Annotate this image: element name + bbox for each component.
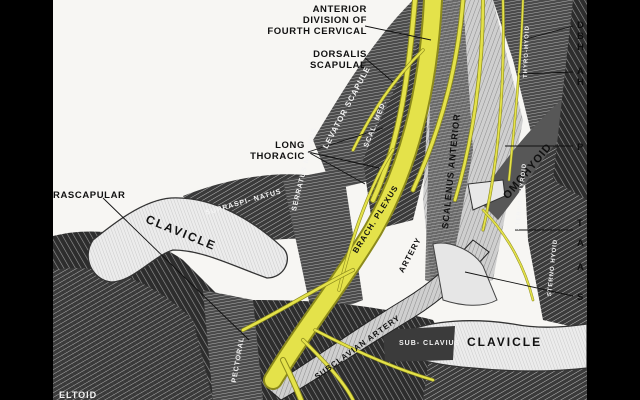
brachial-plexus-illustration: ANTERIOR DIVISION OF FOURTH CERVICAL DOR… — [53, 0, 587, 400]
label-line: THORACIC — [250, 151, 305, 162]
label-right-h1: H — [577, 42, 585, 53]
label-right-a3: A — [577, 262, 585, 273]
label-right-a2: A — [577, 238, 585, 249]
brachial-plexus-trunk — [265, 0, 441, 388]
label-long-thoracic: LONG THORACIC — [233, 140, 305, 162]
label-line: ANTERIOR — [312, 4, 367, 15]
label-anterior-division: ANTERIOR DIVISION OF FOURTH CERVICAL — [263, 4, 367, 37]
shoulder-muscle — [53, 268, 213, 400]
letterbox-left — [0, 0, 53, 400]
label-right-h2: H — [577, 77, 585, 88]
label-line: SCAPULAE — [309, 60, 367, 71]
label-right-s: S — [577, 292, 584, 303]
subclavius-muscle — [383, 326, 455, 362]
leader-lines — [102, 25, 574, 341]
label-line: LONG — [275, 140, 305, 151]
label-dorsalis-scapulae: DORSALIS SCAPULAE — [283, 49, 367, 71]
scalenus-anterior-shade — [425, 0, 473, 290]
label-right-p: P — [577, 142, 584, 153]
label-line: DORSALIS — [313, 49, 367, 60]
label-right-b: B — [577, 31, 585, 42]
upper-neck-background — [553, 0, 587, 200]
artery-stump — [432, 242, 498, 306]
nerve-group — [241, 0, 535, 400]
omohyoid-muscle — [478, 80, 587, 220]
label-suprascapular: RASCAPULAR — [53, 190, 126, 201]
engraving-svg — [53, 0, 587, 400]
label-right-a1: A — [577, 66, 585, 77]
muscle-subclavius: SUB- CLAVIUS — [399, 340, 461, 347]
letterbox-right — [587, 0, 640, 400]
label-clavicle-right: CLAVICLE — [467, 335, 543, 349]
pectoral-muscle — [203, 290, 263, 400]
label-line: FOURTH CERVICAL — [267, 26, 367, 37]
label-right-t: T — [577, 218, 584, 229]
label-right-d: D — [577, 20, 585, 31]
clavicle-left-bone — [87, 197, 288, 283]
muscle-bottom-left: ELTOID — [59, 390, 98, 400]
label-line: DIVISION OF — [302, 15, 367, 26]
